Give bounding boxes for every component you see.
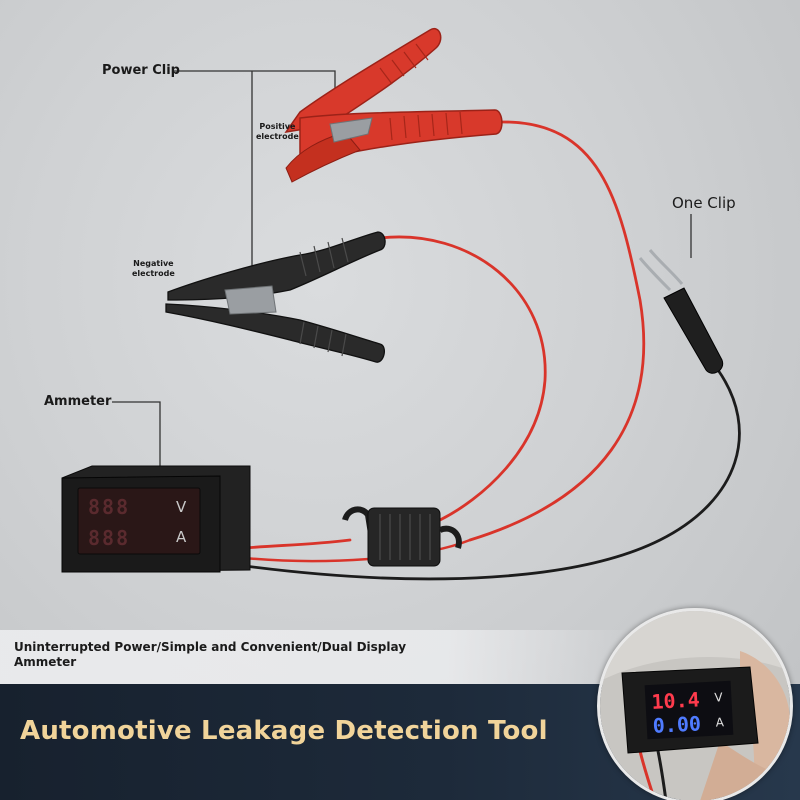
black-alligator-clip [165, 231, 386, 363]
negative-electrode-line2: electrode [132, 269, 175, 278]
inset-meter-photo: 10.4 0.00 V A [597, 608, 793, 800]
black-wire-one-clip [243, 368, 741, 581]
ammeter-device: 888 888 V A [61, 465, 251, 573]
negative-electrode-label: Negative electrode [132, 259, 175, 279]
inset-meter-illustration: 10.4 0.00 V A [600, 611, 790, 800]
red-alligator-clip [284, 27, 503, 183]
ammeter-top-digits: 888 [88, 495, 130, 519]
red-wire-to-meter [243, 538, 352, 550]
red-wire-positive [468, 120, 646, 542]
inset-voltage-readout: 10.4 [651, 687, 700, 713]
wires [243, 120, 741, 581]
ammeter-amp-unit: A [176, 528, 187, 546]
tagline-strip: Uninterrupted Power/Simple and Convenien… [0, 630, 640, 684]
inset-amp-unit: A [715, 715, 725, 729]
tagline-text: Uninterrupted Power/Simple and Convenien… [14, 640, 407, 669]
power-clip-label: Power Clip [102, 63, 180, 78]
positive-electrode-label: Positive electrode [256, 122, 299, 142]
inset-volt-unit: V [714, 690, 724, 704]
negative-electrode-line1: Negative [133, 259, 174, 268]
inset-current-readout: 0.00 [652, 711, 701, 737]
ammeter-leader [112, 401, 161, 476]
positive-electrode-line2: electrode [256, 132, 299, 141]
red-wire-to-meter-2 [243, 538, 472, 563]
ammeter-volt-unit: V [176, 498, 187, 516]
inline-fuse-holder [342, 506, 462, 567]
red-wire-negative [378, 235, 547, 522]
positive-electrode-line1: Positive [259, 122, 296, 131]
spade-terminal-clip [638, 249, 724, 374]
banner-title: Automotive Leakage Detection Tool [20, 716, 548, 746]
one-clip-label: One Clip [672, 194, 736, 212]
ammeter-label: Ammeter [44, 394, 112, 409]
ammeter-bottom-digits: 888 [88, 526, 130, 550]
